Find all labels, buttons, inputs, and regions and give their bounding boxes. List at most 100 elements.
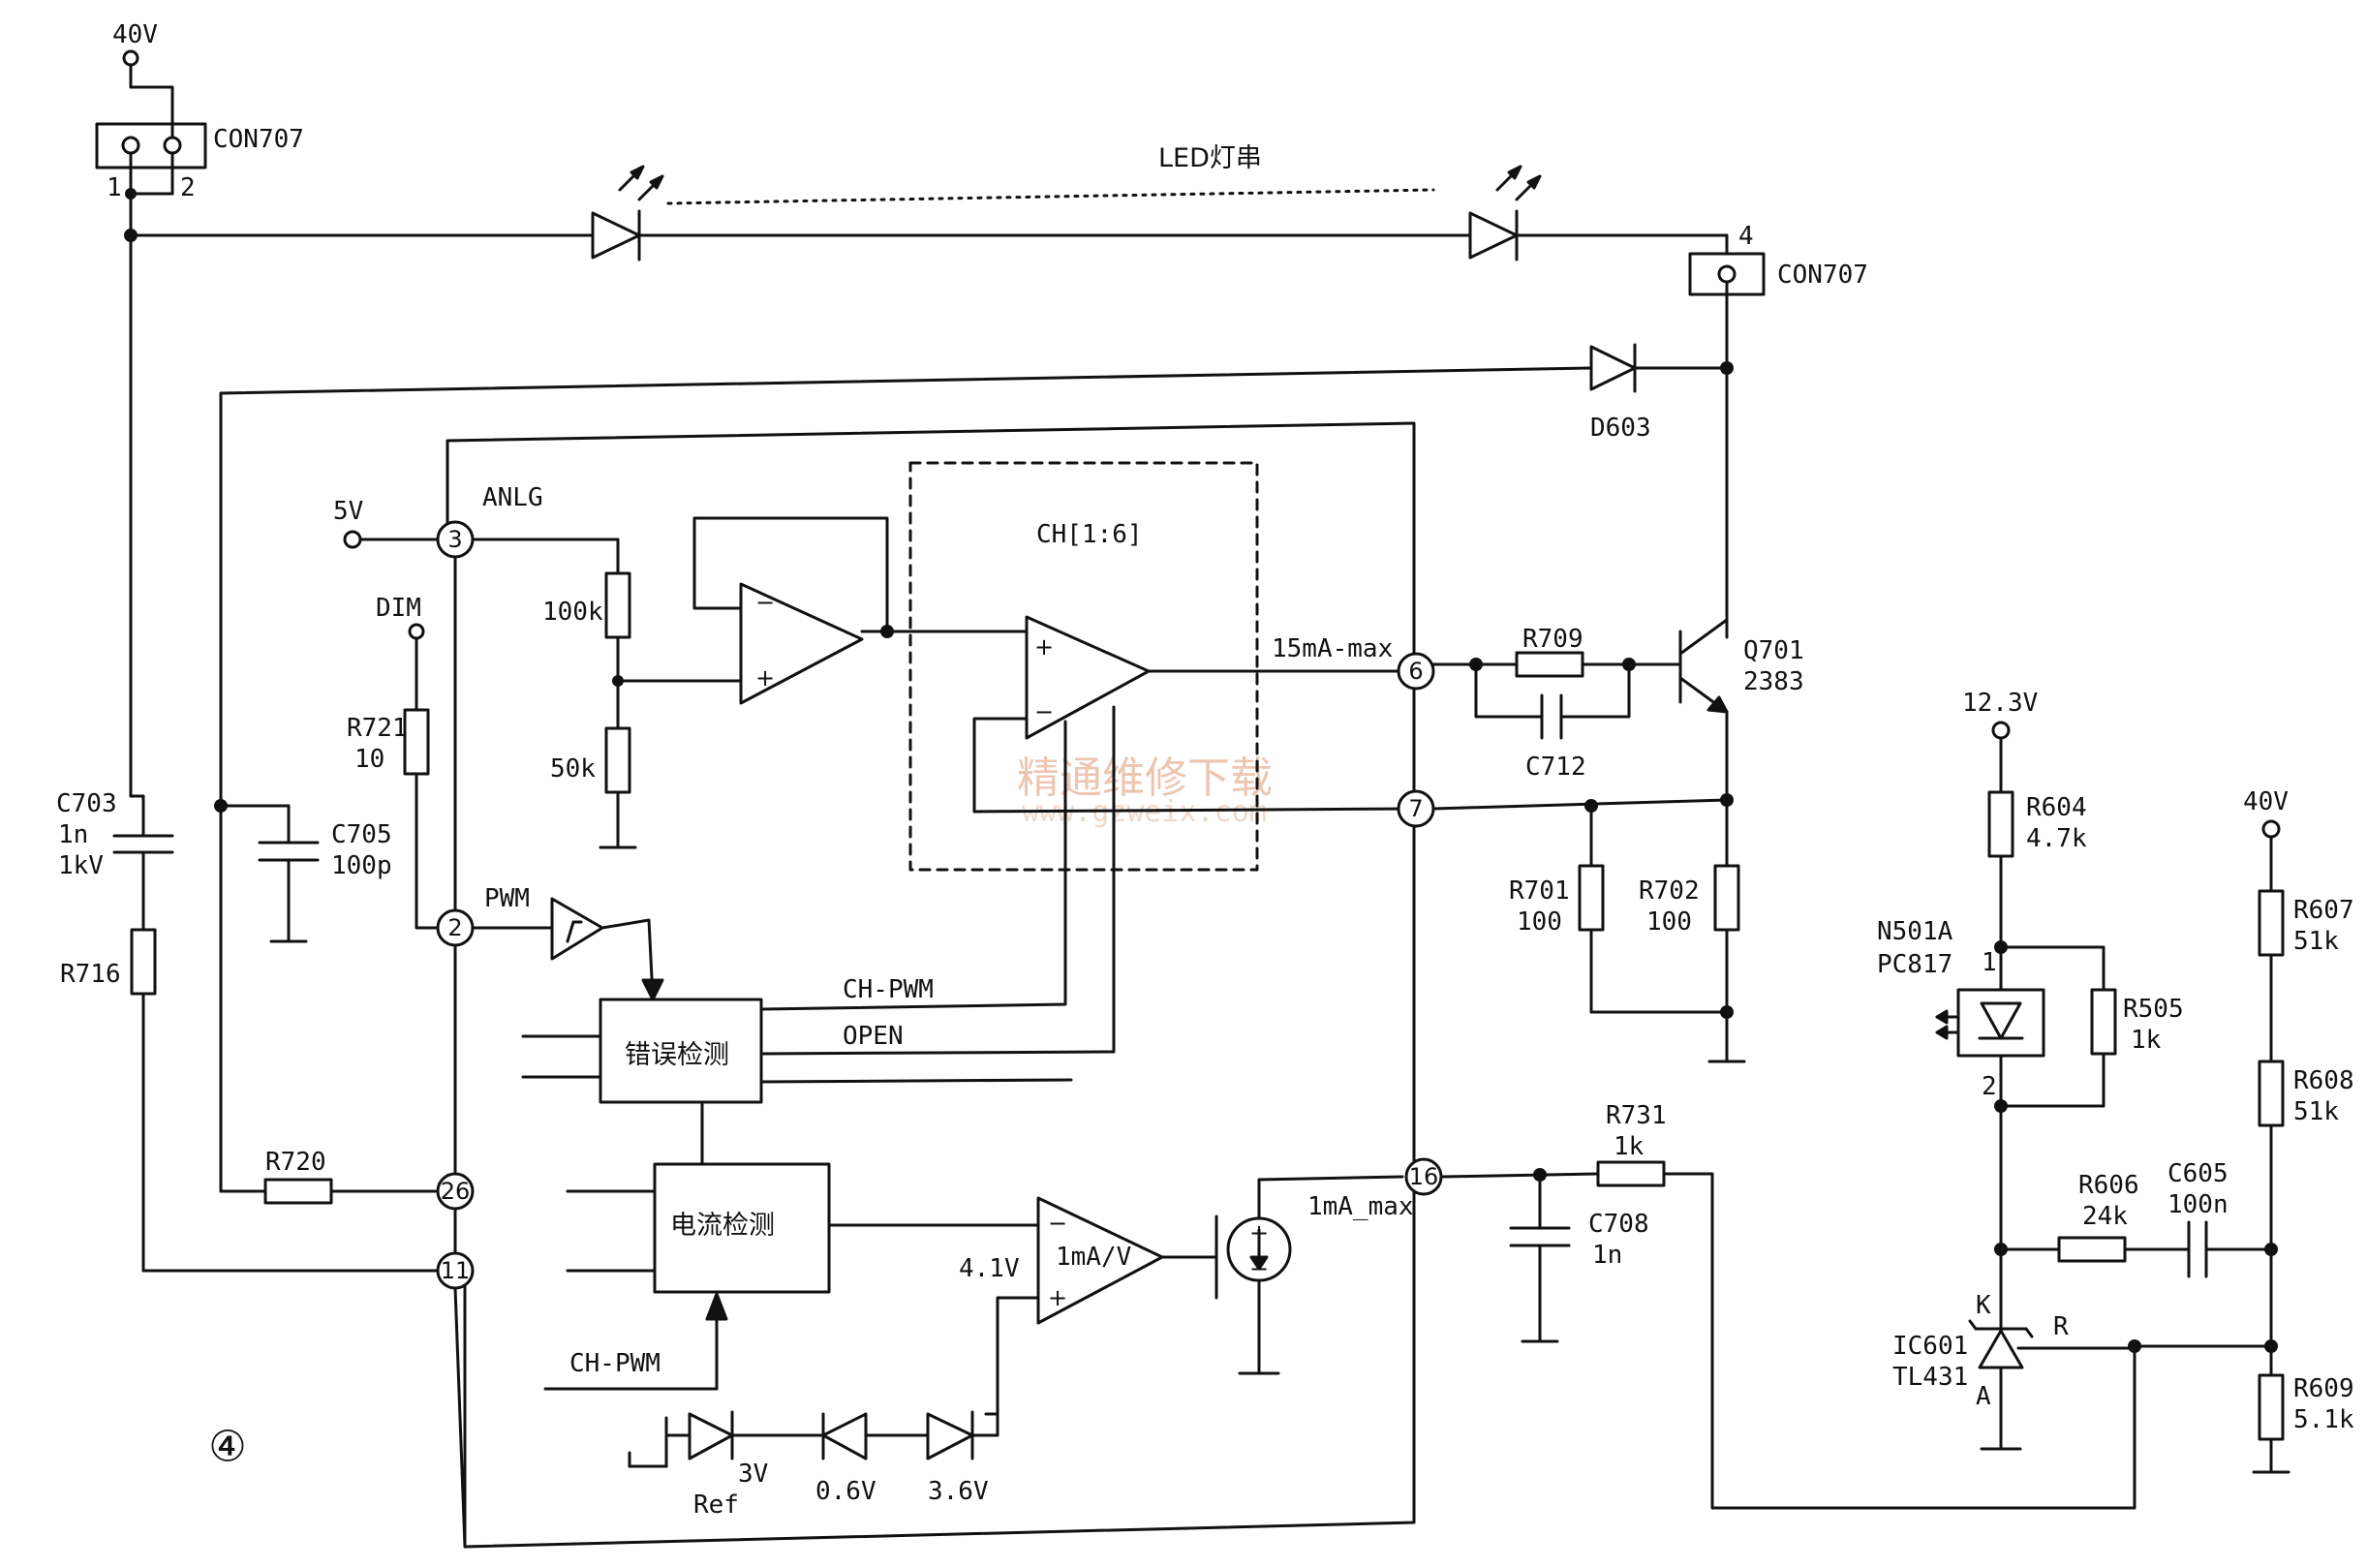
- pin-3: 3: [436, 520, 475, 559]
- v40-right-label: 40V: [2243, 787, 2289, 816]
- v40-top-label: 40V: [112, 20, 158, 49]
- ma-v-label: 1mA/V: [1056, 1243, 1131, 1272]
- ma1-label: 1mA_max: [1307, 1192, 1414, 1221]
- pin-16: 16: [1404, 1157, 1443, 1196]
- c708-label: C708: [1588, 1210, 1649, 1239]
- pin-11-label: 11: [441, 1257, 471, 1284]
- ma15-label: 15mA-max: [1272, 634, 1393, 663]
- pin-11: 11: [436, 1251, 475, 1290]
- r604-resistor: [1987, 736, 2014, 954]
- pin-7: 7: [1397, 789, 1435, 828]
- q701-value: 2383: [1743, 667, 1804, 696]
- buffer-opamp-plus: +: [755, 664, 775, 692]
- r505-label: R505: [2123, 995, 2184, 1024]
- tl431-k-label: K: [1976, 1291, 1991, 1320]
- r731-label: R731: [1606, 1101, 1667, 1130]
- c605-label: C605: [2167, 1159, 2229, 1188]
- c712-label: C712: [1525, 753, 1586, 782]
- buffer-opamp-minus: −: [755, 589, 775, 616]
- v3-label: 3V: [738, 1460, 768, 1489]
- pin-26-label: 26: [441, 1178, 471, 1205]
- v123-label: 12.3V: [1962, 689, 2038, 718]
- n501a-label: N501A: [1877, 917, 1953, 946]
- opto-pin1-label: 1: [1982, 948, 1997, 977]
- con707-right-label: CON707: [1777, 261, 1868, 290]
- con707-top-connector: [95, 49, 207, 242]
- source-plus: +: [1249, 1219, 1269, 1246]
- c703-r716: [112, 794, 438, 1273]
- schmitt-buffer: [550, 897, 664, 1001]
- ic601-tl431: [1968, 1306, 2136, 1451]
- r100k-label: 100k: [542, 598, 603, 627]
- tl431-r-label: R: [2053, 1312, 2069, 1341]
- figure-number: ④: [208, 1423, 246, 1472]
- tl431-a-label: A: [1976, 1382, 1991, 1411]
- buffer-opamp: − +: [692, 516, 1029, 705]
- d603-diode: [219, 343, 1729, 395]
- con707-right-connector: [1688, 252, 1766, 639]
- r721-label: R721: [347, 714, 408, 743]
- r607-r608-r609-divider: [2252, 835, 2290, 1474]
- dim-terminal: [408, 623, 425, 640]
- v40-right-terminal: [2261, 819, 2281, 839]
- r720-resistor: [219, 1178, 438, 1205]
- r701-value: 100: [1517, 907, 1562, 937]
- pin-6: 6: [1397, 652, 1435, 691]
- figure-number-label: ④: [208, 1423, 246, 1472]
- c703-value2: 1kV: [58, 851, 104, 880]
- pin-16-label: 16: [1409, 1163, 1439, 1190]
- pc817-label: PC817: [1877, 950, 1952, 979]
- open-label: OPEN: [843, 1022, 904, 1051]
- r721-value: 10: [354, 745, 384, 774]
- pin-3-label: 3: [447, 526, 462, 553]
- reference-diodes: [628, 1410, 999, 1468]
- sense-opamp: − +: [984, 1196, 1218, 1416]
- c705-label: C705: [331, 820, 392, 849]
- v5-terminal: [343, 530, 362, 549]
- r505-value: 1k: [2131, 1026, 2162, 1055]
- r721-resistor: [403, 708, 430, 776]
- c705-value: 100p: [331, 851, 392, 880]
- c705-capacitor: [219, 804, 320, 943]
- pin-2: 2: [436, 908, 475, 947]
- watermark: 精通维修下载 www.gzweix.com: [1017, 753, 1273, 829]
- ch-pwm-label-2: CH-PWM: [569, 1349, 661, 1378]
- led-string: [591, 165, 1729, 263]
- current-source: + −: [1226, 1175, 1404, 1375]
- r709-c712: [1431, 651, 1682, 740]
- source-minus: −: [1249, 1255, 1269, 1282]
- opto-pin2-label: 2: [1982, 1072, 1997, 1101]
- q701-label: Q701: [1743, 636, 1804, 665]
- pin-6-label: 6: [1408, 658, 1423, 685]
- r702-value: 100: [1646, 907, 1692, 937]
- v123-terminal: [1991, 721, 2011, 740]
- r609-label: R609: [2293, 1374, 2354, 1403]
- pin-7-label: 7: [1408, 795, 1423, 822]
- r604-label: R604: [2026, 793, 2087, 822]
- pin-26: 26: [436, 1172, 475, 1211]
- anlg-label: ANLG: [482, 483, 543, 512]
- r50k-label: 50k: [550, 754, 596, 784]
- r609-value: 5.1k: [2293, 1405, 2354, 1434]
- r701-r702: [1578, 798, 1746, 1063]
- con707-pin2-label: 2: [180, 173, 196, 202]
- r716-label: R716: [60, 960, 121, 989]
- sense-opamp-minus: −: [1048, 1210, 1067, 1237]
- ic601-label: IC601: [1892, 1332, 1968, 1361]
- r607-value: 51k: [2293, 927, 2339, 956]
- ch-opamp-minus: −: [1034, 698, 1054, 725]
- v36-label: 3.6V: [928, 1477, 989, 1506]
- dim-label: DIM: [376, 594, 421, 623]
- ch-pwm-label-1: CH-PWM: [843, 975, 934, 1004]
- ch-opamp-plus: +: [1034, 633, 1054, 661]
- r604-value: 4.7k: [2026, 824, 2087, 853]
- r731-value: 1k: [1614, 1132, 1645, 1161]
- divider-100k-50k: [599, 538, 637, 849]
- c708-value: 1n: [1592, 1241, 1622, 1270]
- sense-opamp-plus: +: [1048, 1284, 1067, 1311]
- r608-value: 51k: [2293, 1097, 2339, 1126]
- v40-terminal: [122, 49, 139, 67]
- con707-top-label: CON707: [213, 125, 304, 154]
- r607-label: R607: [2293, 896, 2354, 925]
